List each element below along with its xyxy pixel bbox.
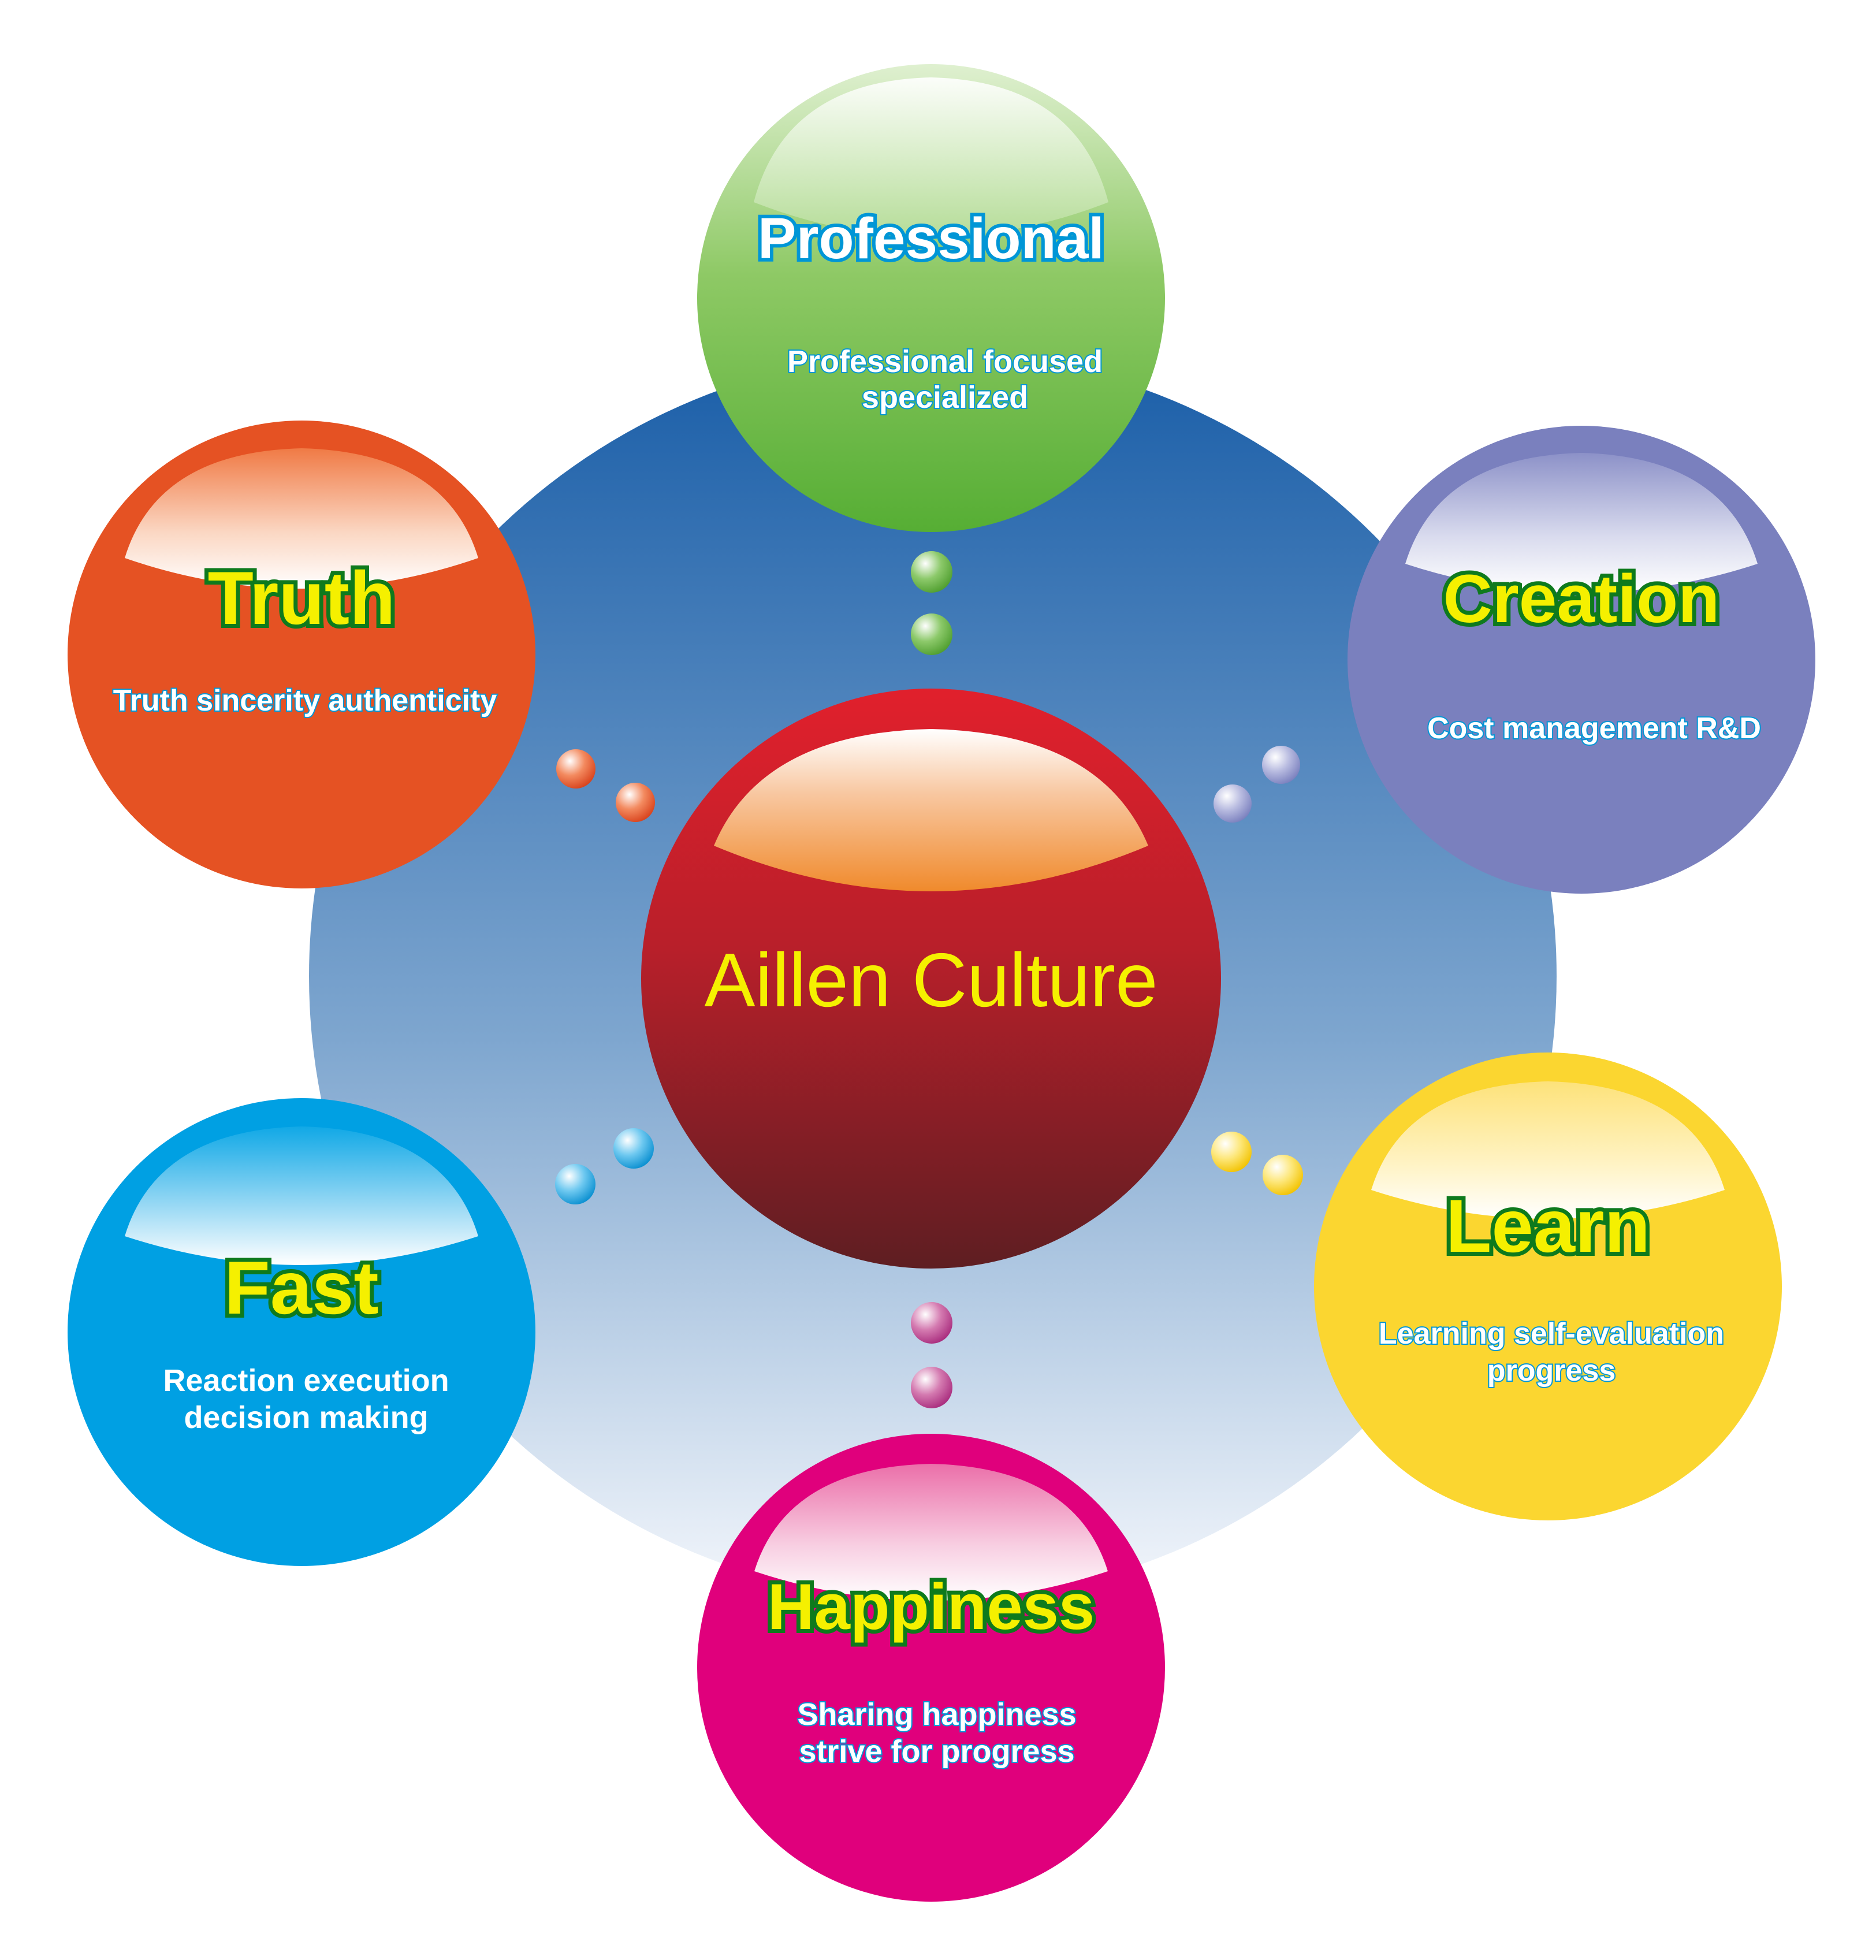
professional-title: Professional: [758, 206, 1104, 271]
professional-desc-line1: Professional focused: [787, 344, 1103, 379]
node-truth: Truth Truth sincerity authenticity: [68, 421, 535, 888]
truth-title: Truth: [208, 556, 396, 640]
connector-dots-fast: [555, 1128, 654, 1204]
learn-desc-line1: Learning self-evaluation: [1379, 1317, 1724, 1351]
node-happiness: Happiness Sharing happiness strive for p…: [697, 1434, 1165, 1902]
connector-dots-truth: [556, 749, 655, 822]
fast-title: Fast: [224, 1245, 378, 1330]
connector-dots-creation: [1214, 746, 1300, 823]
connector-dots-happiness: [911, 1302, 952, 1408]
connector-dots-professional: [911, 551, 952, 655]
happiness-desc-line1: Sharing happiness: [797, 1697, 1076, 1732]
creation-desc-line1: Cost management R&D: [1427, 712, 1761, 745]
center-sphere: Aillen Culture: [641, 689, 1221, 1269]
node-professional: Professional Professional focused specia…: [697, 64, 1165, 532]
node-learn: Learn Learning self-evaluation progress: [1314, 1052, 1782, 1520]
happiness-title: Happiness: [768, 1571, 1095, 1643]
truth-desc-line1: Truth sincerity authenticity: [113, 684, 497, 717]
learn-desc-line2: progress: [1487, 1354, 1616, 1388]
fast-desc-line1: Reaction execution: [163, 1363, 449, 1398]
connector-dots-learn: [1211, 1132, 1303, 1195]
learn-title: Learn: [1446, 1184, 1650, 1268]
happiness-desc-line2: strive for progress: [799, 1734, 1074, 1769]
creation-title: Creation: [1443, 561, 1720, 637]
professional-desc-line2: specialized: [862, 380, 1028, 415]
fast-desc-line2: decision making: [184, 1400, 428, 1435]
center-title: Aillen Culture: [704, 938, 1157, 1022]
node-fast: Fast Reaction execution decision making: [68, 1098, 535, 1566]
node-creation: Creation Cost management R&D: [1348, 426, 1815, 894]
